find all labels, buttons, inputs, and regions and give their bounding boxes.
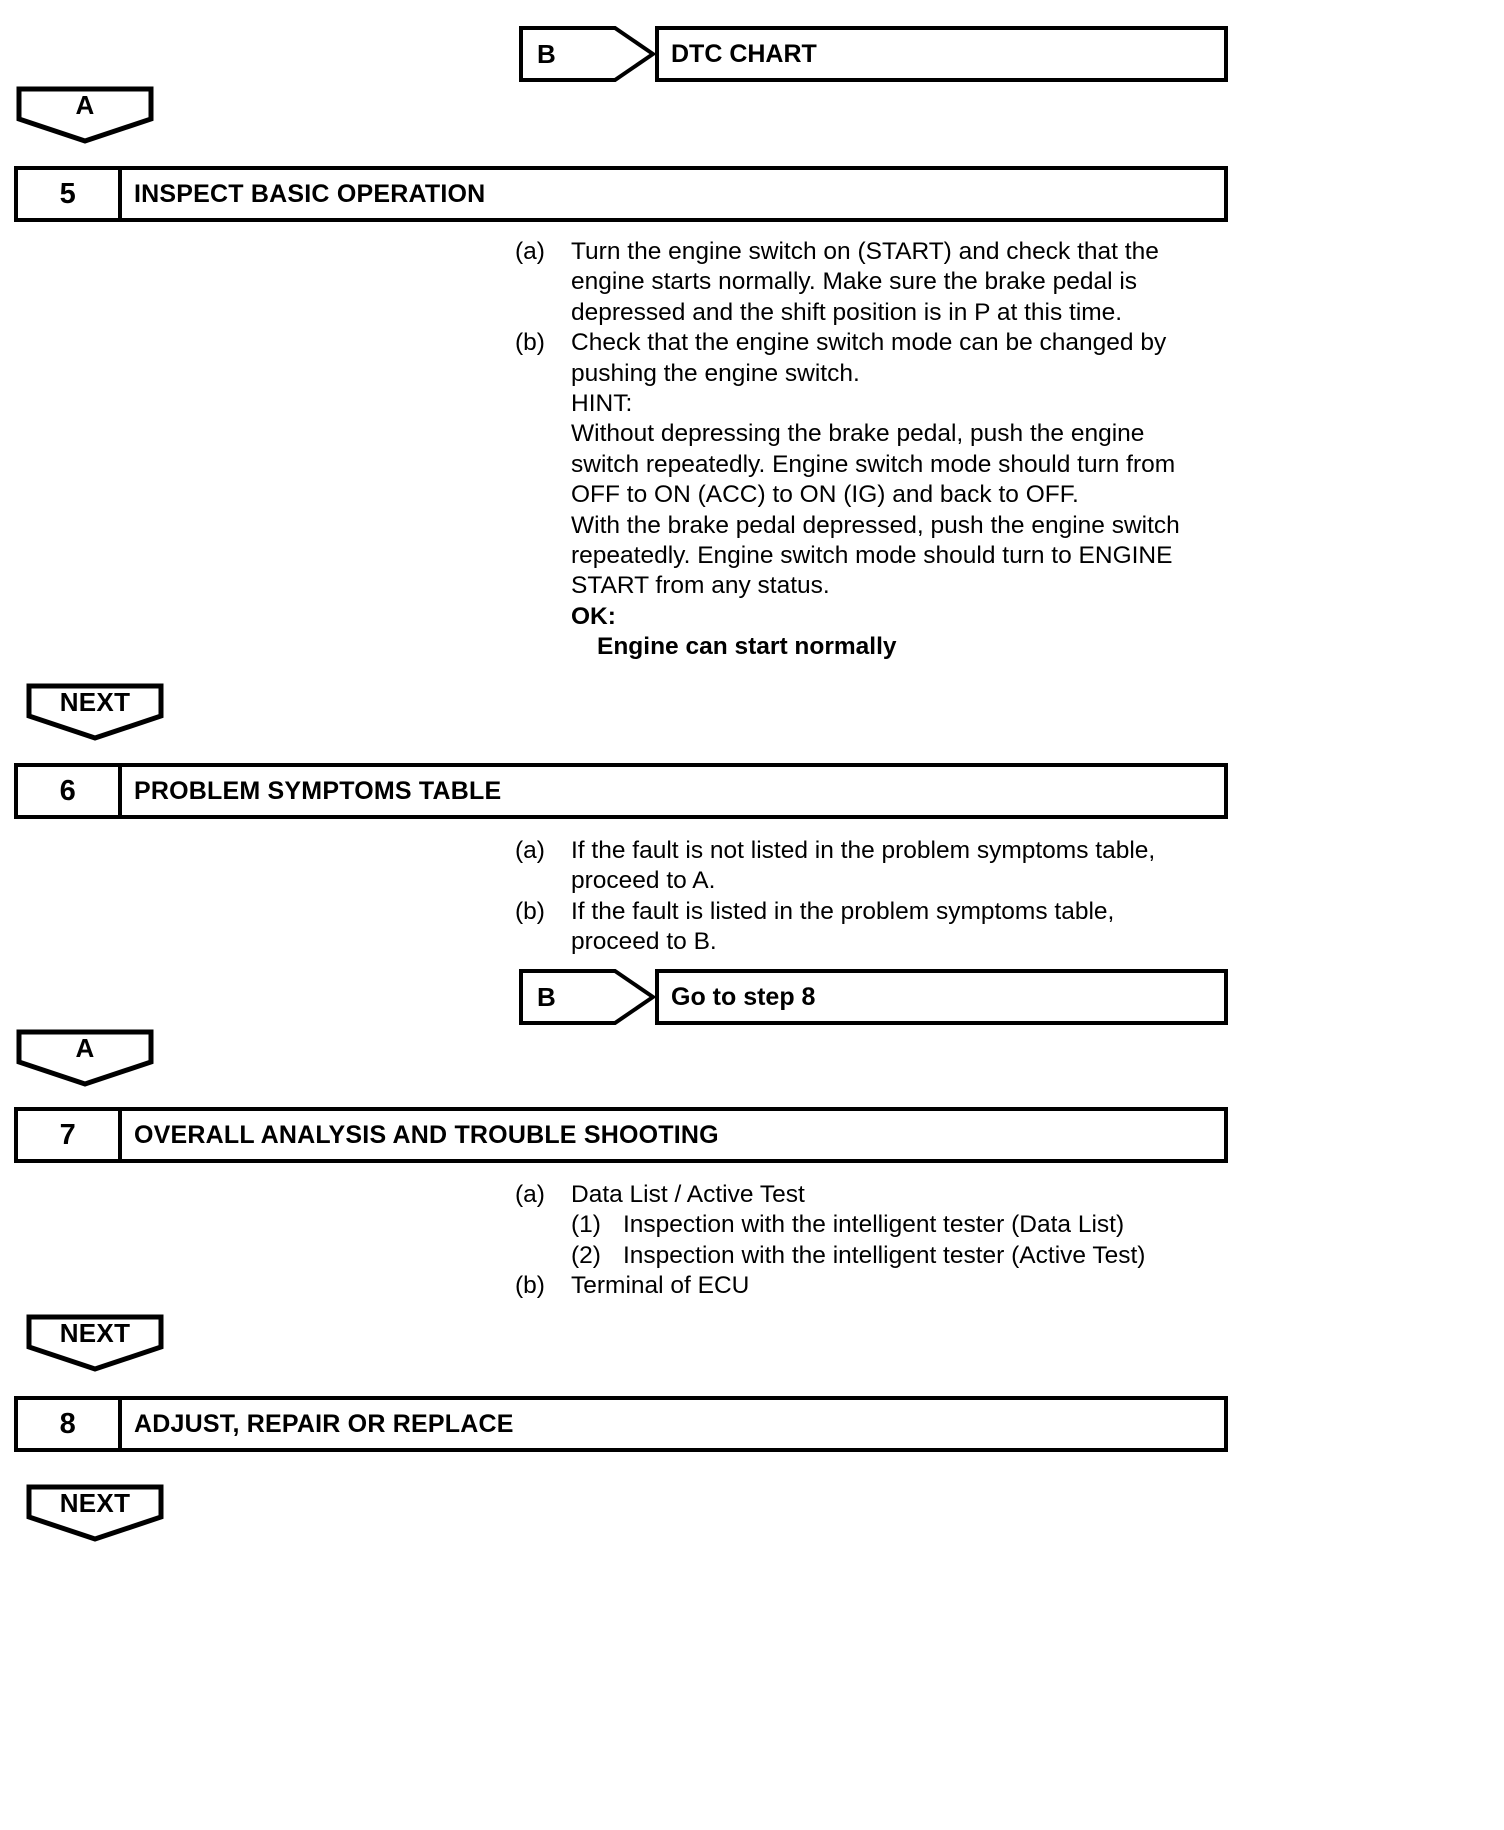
step-header-8: 8 ADJUST, REPAIR OR REPLACE <box>14 1396 1228 1452</box>
item-label: (b) <box>515 1272 545 1300</box>
connector-next-after-step-5: NEXT <box>26 683 164 741</box>
hint-line: OFF to ON (ACC) to ON (IG) and back to O… <box>571 481 1079 509</box>
item-text: Data List / Active Test <box>571 1180 1228 1210</box>
connector-a-label: A <box>75 1033 95 1063</box>
step-5-item-b: (b) Check that the engine switch mode ca… <box>515 328 1228 662</box>
arrow-tag-shape-icon <box>519 969 655 1025</box>
connector-next-after-step-7: NEXT <box>26 1314 164 1372</box>
step-7-body: (a) Data List / Active Test (1) Inspecti… <box>515 1180 1228 1302</box>
subitem-label: (1) <box>571 1211 601 1239</box>
step-7-item-b: (b) Terminal of ECU <box>515 1271 1228 1301</box>
arrow-tag-shape-icon <box>519 26 655 82</box>
ok-text: Engine can start normally <box>597 633 897 661</box>
item-label: (b) <box>515 897 545 925</box>
connector-a-after-step-6: A <box>16 1029 154 1087</box>
ok-label: OK: <box>571 602 616 630</box>
subitem-label: (2) <box>571 1241 601 1269</box>
reference-target-label: Go to step 8 <box>655 969 1228 1025</box>
hint-line: Without depressing the brake pedal, push… <box>571 420 1145 448</box>
hint-line: switch repeatedly. Engine switch mode sh… <box>571 450 1176 478</box>
item-line: pushing the engine switch. <box>571 359 860 387</box>
connector-a-top: A <box>16 86 154 144</box>
connector-next-label: NEXT <box>59 687 131 717</box>
subitem-text: Inspection with the intelligent tester (… <box>623 1211 1125 1239</box>
connector-a-top-label: A <box>75 90 95 120</box>
reference-go-to-step-8: B Go to step 8 <box>519 969 1228 1025</box>
connector-next-label: NEXT <box>59 1488 131 1518</box>
hint-line: With the brake pedal depressed, push the… <box>571 511 1180 539</box>
item-text: Terminal of ECU <box>571 1271 1228 1301</box>
item-text: If the fault is not listed in the proble… <box>571 836 1228 897</box>
step-6-item-b: (b) If the fault is listed in the proble… <box>515 897 1228 958</box>
connector-pentagon-icon <box>26 1314 164 1372</box>
connector-pentagon-icon <box>26 683 164 741</box>
step-number-8: 8 <box>18 1400 122 1448</box>
step-title-5: INSPECT BASIC OPERATION <box>134 179 486 208</box>
connector-pentagon-icon <box>16 1029 154 1087</box>
step-title-7: OVERALL ANALYSIS AND TROUBLE SHOOTING <box>134 1120 719 1149</box>
step-6-body: (a) If the fault is not listed in the pr… <box>515 836 1228 958</box>
item-label: (a) <box>515 837 545 864</box>
reference-tag-b-step6: B <box>519 969 655 1025</box>
step-7-subitem-1: (1) Inspection with the intelligent test… <box>515 1210 1228 1240</box>
item-line: Terminal of ECU <box>571 1272 750 1300</box>
item-line: proceed to A. <box>571 867 716 895</box>
step-7-subitem-2: (2) Inspection with the intelligent test… <box>515 1241 1228 1271</box>
item-label: (a) <box>515 1181 545 1208</box>
item-line: depressed and the shift position is in P… <box>571 298 1123 326</box>
step-6-item-a: (a) If the fault is not listed in the pr… <box>515 836 1228 897</box>
step-title-6: PROBLEM SYMPTOMS TABLE <box>134 776 502 805</box>
step-header-7: 7 OVERALL ANALYSIS AND TROUBLE SHOOTING <box>14 1107 1228 1163</box>
item-line: Turn the engine switch on (START) and ch… <box>571 238 1159 265</box>
hint-label: HINT: <box>571 390 633 418</box>
item-line: Data List / Active Test <box>571 1181 805 1208</box>
item-text: Turn the engine switch on (START) and ch… <box>571 237 1228 328</box>
item-text: Check that the engine switch mode can be… <box>571 328 1228 662</box>
reference-tag-letter: B <box>537 38 556 69</box>
subitem-text: Inspection with the intelligent tester (… <box>623 1241 1146 1269</box>
item-line: Check that the engine switch mode can be… <box>571 329 1167 357</box>
connector-pentagon-icon <box>26 1484 164 1542</box>
reference-target-label: DTC CHART <box>655 26 1228 82</box>
step-7-item-a: (a) Data List / Active Test <box>515 1180 1228 1210</box>
item-line: engine starts normally. Make sure the br… <box>571 268 1138 296</box>
item-text: If the fault is listed in the problem sy… <box>571 897 1228 958</box>
connector-next-label: NEXT <box>59 1318 131 1348</box>
step-header-5: 5 INSPECT BASIC OPERATION <box>14 166 1228 222</box>
hint-line: repeatedly. Engine switch mode should tu… <box>571 542 1173 570</box>
reference-tag-b-top: B <box>519 26 655 82</box>
hint-line: START from any status. <box>571 572 830 600</box>
connector-pentagon-icon <box>16 86 154 144</box>
step-number-5: 5 <box>18 170 122 218</box>
step-title-8: ADJUST, REPAIR OR REPLACE <box>134 1409 514 1438</box>
step-number-7: 7 <box>18 1111 122 1159</box>
step-number-6: 6 <box>18 767 122 815</box>
item-label: (a) <box>515 238 545 265</box>
item-label: (b) <box>515 329 545 357</box>
step-5-item-a: (a) Turn the engine switch on (START) an… <box>515 237 1228 328</box>
step-header-6: 6 PROBLEM SYMPTOMS TABLE <box>14 763 1228 819</box>
item-line: If the fault is listed in the problem sy… <box>571 897 1115 925</box>
reference-dtc-chart: B DTC CHART <box>519 26 1228 82</box>
item-line: If the fault is not listed in the proble… <box>571 837 1156 864</box>
step-5-body: (a) Turn the engine switch on (START) an… <box>515 237 1228 663</box>
item-line: proceed to B. <box>571 928 717 956</box>
connector-next-after-step-8: NEXT <box>26 1484 164 1542</box>
reference-tag-letter: B <box>537 981 556 1012</box>
